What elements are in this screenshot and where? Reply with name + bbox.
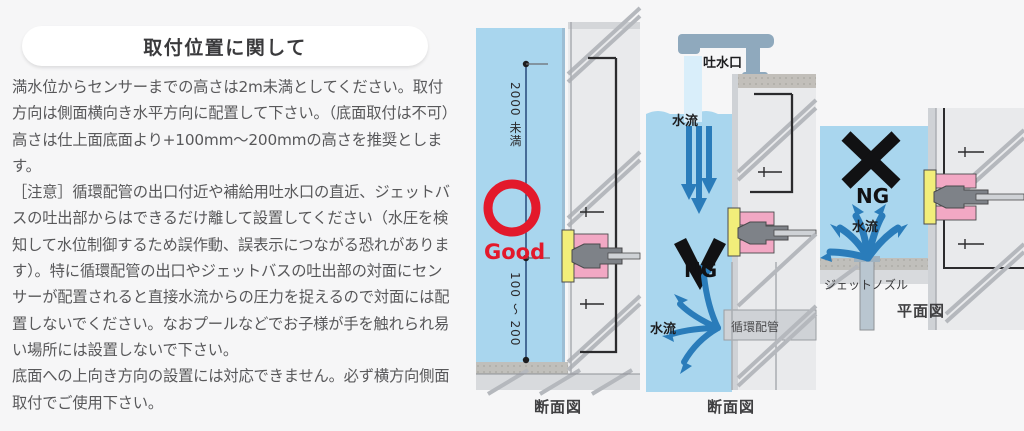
paragraph-no-bottom-mount: 底面への上向き方向の設置には対応できません。必ず横方向側面取付でご使用下さい。 xyxy=(12,367,450,412)
figure-section-good: 2000 未満 100 〜 200 Good 断面図 xyxy=(476,6,642,416)
figure-plan-ng-jet: NG 水流 ジェットノズル 平面図 xyxy=(818,108,1024,331)
label-water-flow-out: 水流 xyxy=(650,322,677,337)
figure-3-caption: 平面図 xyxy=(896,302,945,320)
figure-section-ng-spout: 吐水口 水流 NG 水流 循環配管 断面図 xyxy=(646,22,818,416)
page-title: 取付位置に関して xyxy=(143,36,307,59)
figure-3-drawing xyxy=(820,108,1024,331)
instruction-panel: 取付位置に関して 満水位からセンサーまでの高さは2m未満としてください。取付方向… xyxy=(0,0,462,431)
label-jet-nozzle: ジェットノズル xyxy=(824,278,909,292)
verdict-good-label: Good xyxy=(484,240,546,264)
dimension-label-2000: 2000 未満 xyxy=(508,82,522,148)
paragraph-recommended-height: 高さは仕上面底面より+100mm〜200mmの高さを推奨とします。 xyxy=(12,130,443,175)
label-circulation-pipe: 循環配管 xyxy=(731,320,780,334)
figure-2-drawing xyxy=(646,34,818,392)
paragraph-caution: ［注意］循環配管の出口付近や補給用吐水口の直近、ジェットバスの吐出部からはできる… xyxy=(12,183,450,359)
figures-area: 2000 未満 100 〜 200 Good 断面図 xyxy=(462,0,1024,431)
figure-1-drawing xyxy=(476,6,642,396)
dimension-label-100-200: 100 〜 200 xyxy=(508,272,522,347)
figure-1-caption: 断面図 xyxy=(533,398,582,416)
verdict-ng-label-3: NG xyxy=(856,184,890,208)
figure-2-caption: 断面図 xyxy=(706,398,755,416)
label-water-flow-plan: 水流 xyxy=(852,220,879,235)
label-spout: 吐水口 xyxy=(703,56,743,71)
label-water-flow-down: 水流 xyxy=(672,114,699,129)
paragraph-height-limit: 満水位からセンサーまでの高さは2m未満としてください。取付方向は側面横向き水平方… xyxy=(12,78,457,123)
verdict-ng-label-2: NG xyxy=(684,258,718,282)
panel-title-pill: 取付位置に関して xyxy=(22,26,428,66)
instruction-text-block: 満水位からセンサーまでの高さは2m未満としてください。取付方向は側面横向き水平方… xyxy=(12,74,457,416)
